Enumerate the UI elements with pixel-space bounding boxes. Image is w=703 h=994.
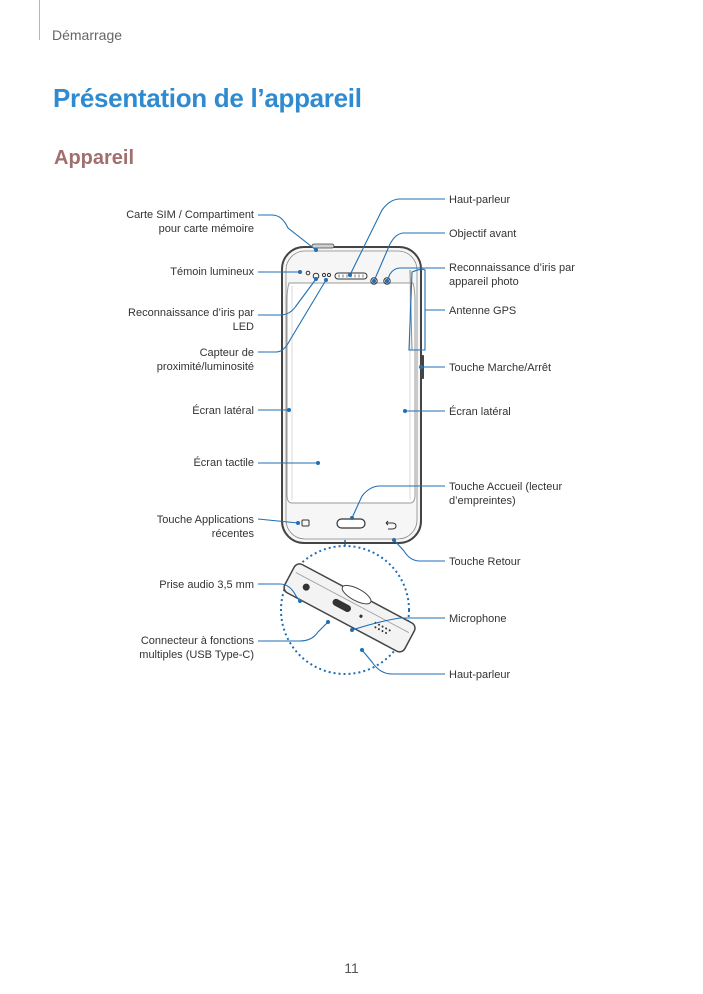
audio-jack-hole bbox=[302, 583, 310, 591]
label-edge-screen-left: Écran latéral bbox=[192, 405, 254, 417]
page-number: 11 bbox=[344, 960, 359, 976]
label-audio-jack: Prise audio 3,5 mm bbox=[159, 579, 254, 591]
back-key-icon bbox=[386, 522, 397, 530]
led-indicator bbox=[305, 270, 311, 276]
callout-dots-left bbox=[287, 248, 330, 624]
label-speaker-top: Haut-parleur bbox=[449, 194, 511, 206]
label-led: Témoin lumineux bbox=[170, 266, 254, 278]
label-power-key: Touche Marche/Arrêt bbox=[449, 362, 552, 374]
label-microphone: Microphone bbox=[449, 613, 507, 625]
label-gps-antenna: Antenne GPS bbox=[449, 305, 517, 317]
proximity-sensor-b bbox=[326, 272, 332, 278]
label-edge-screen-right: Écran latéral bbox=[449, 406, 511, 418]
sim-tray bbox=[311, 243, 335, 249]
header-rule bbox=[39, 0, 40, 40]
label-speaker-bottom: Haut-parleur bbox=[449, 669, 511, 681]
chapter-header: Démarrage bbox=[52, 27, 123, 43]
microphone-hole bbox=[359, 614, 363, 618]
page-title: Présentation de l’appareil bbox=[53, 83, 362, 113]
fingerprint-key-zoom bbox=[341, 584, 372, 605]
label-touchscreen: Écran tactile bbox=[193, 457, 254, 469]
recents-key-icon bbox=[301, 519, 310, 527]
phone-front bbox=[281, 243, 424, 544]
section-title: Appareil bbox=[54, 147, 135, 169]
home-key bbox=[336, 518, 366, 529]
iris-camera bbox=[383, 277, 391, 285]
bottom-zoom bbox=[280, 538, 416, 675]
label-back-key: Touche Retour bbox=[449, 556, 521, 568]
callout-dots-right bbox=[348, 273, 423, 652]
front-camera bbox=[370, 277, 378, 285]
proximity-sensor-a bbox=[321, 272, 327, 278]
label-front-camera: Objectif avant bbox=[449, 228, 517, 240]
callouts-left bbox=[257, 214, 329, 642]
touchscreen bbox=[286, 282, 416, 504]
usb-c-port bbox=[332, 598, 351, 612]
callouts-right bbox=[349, 198, 445, 675]
